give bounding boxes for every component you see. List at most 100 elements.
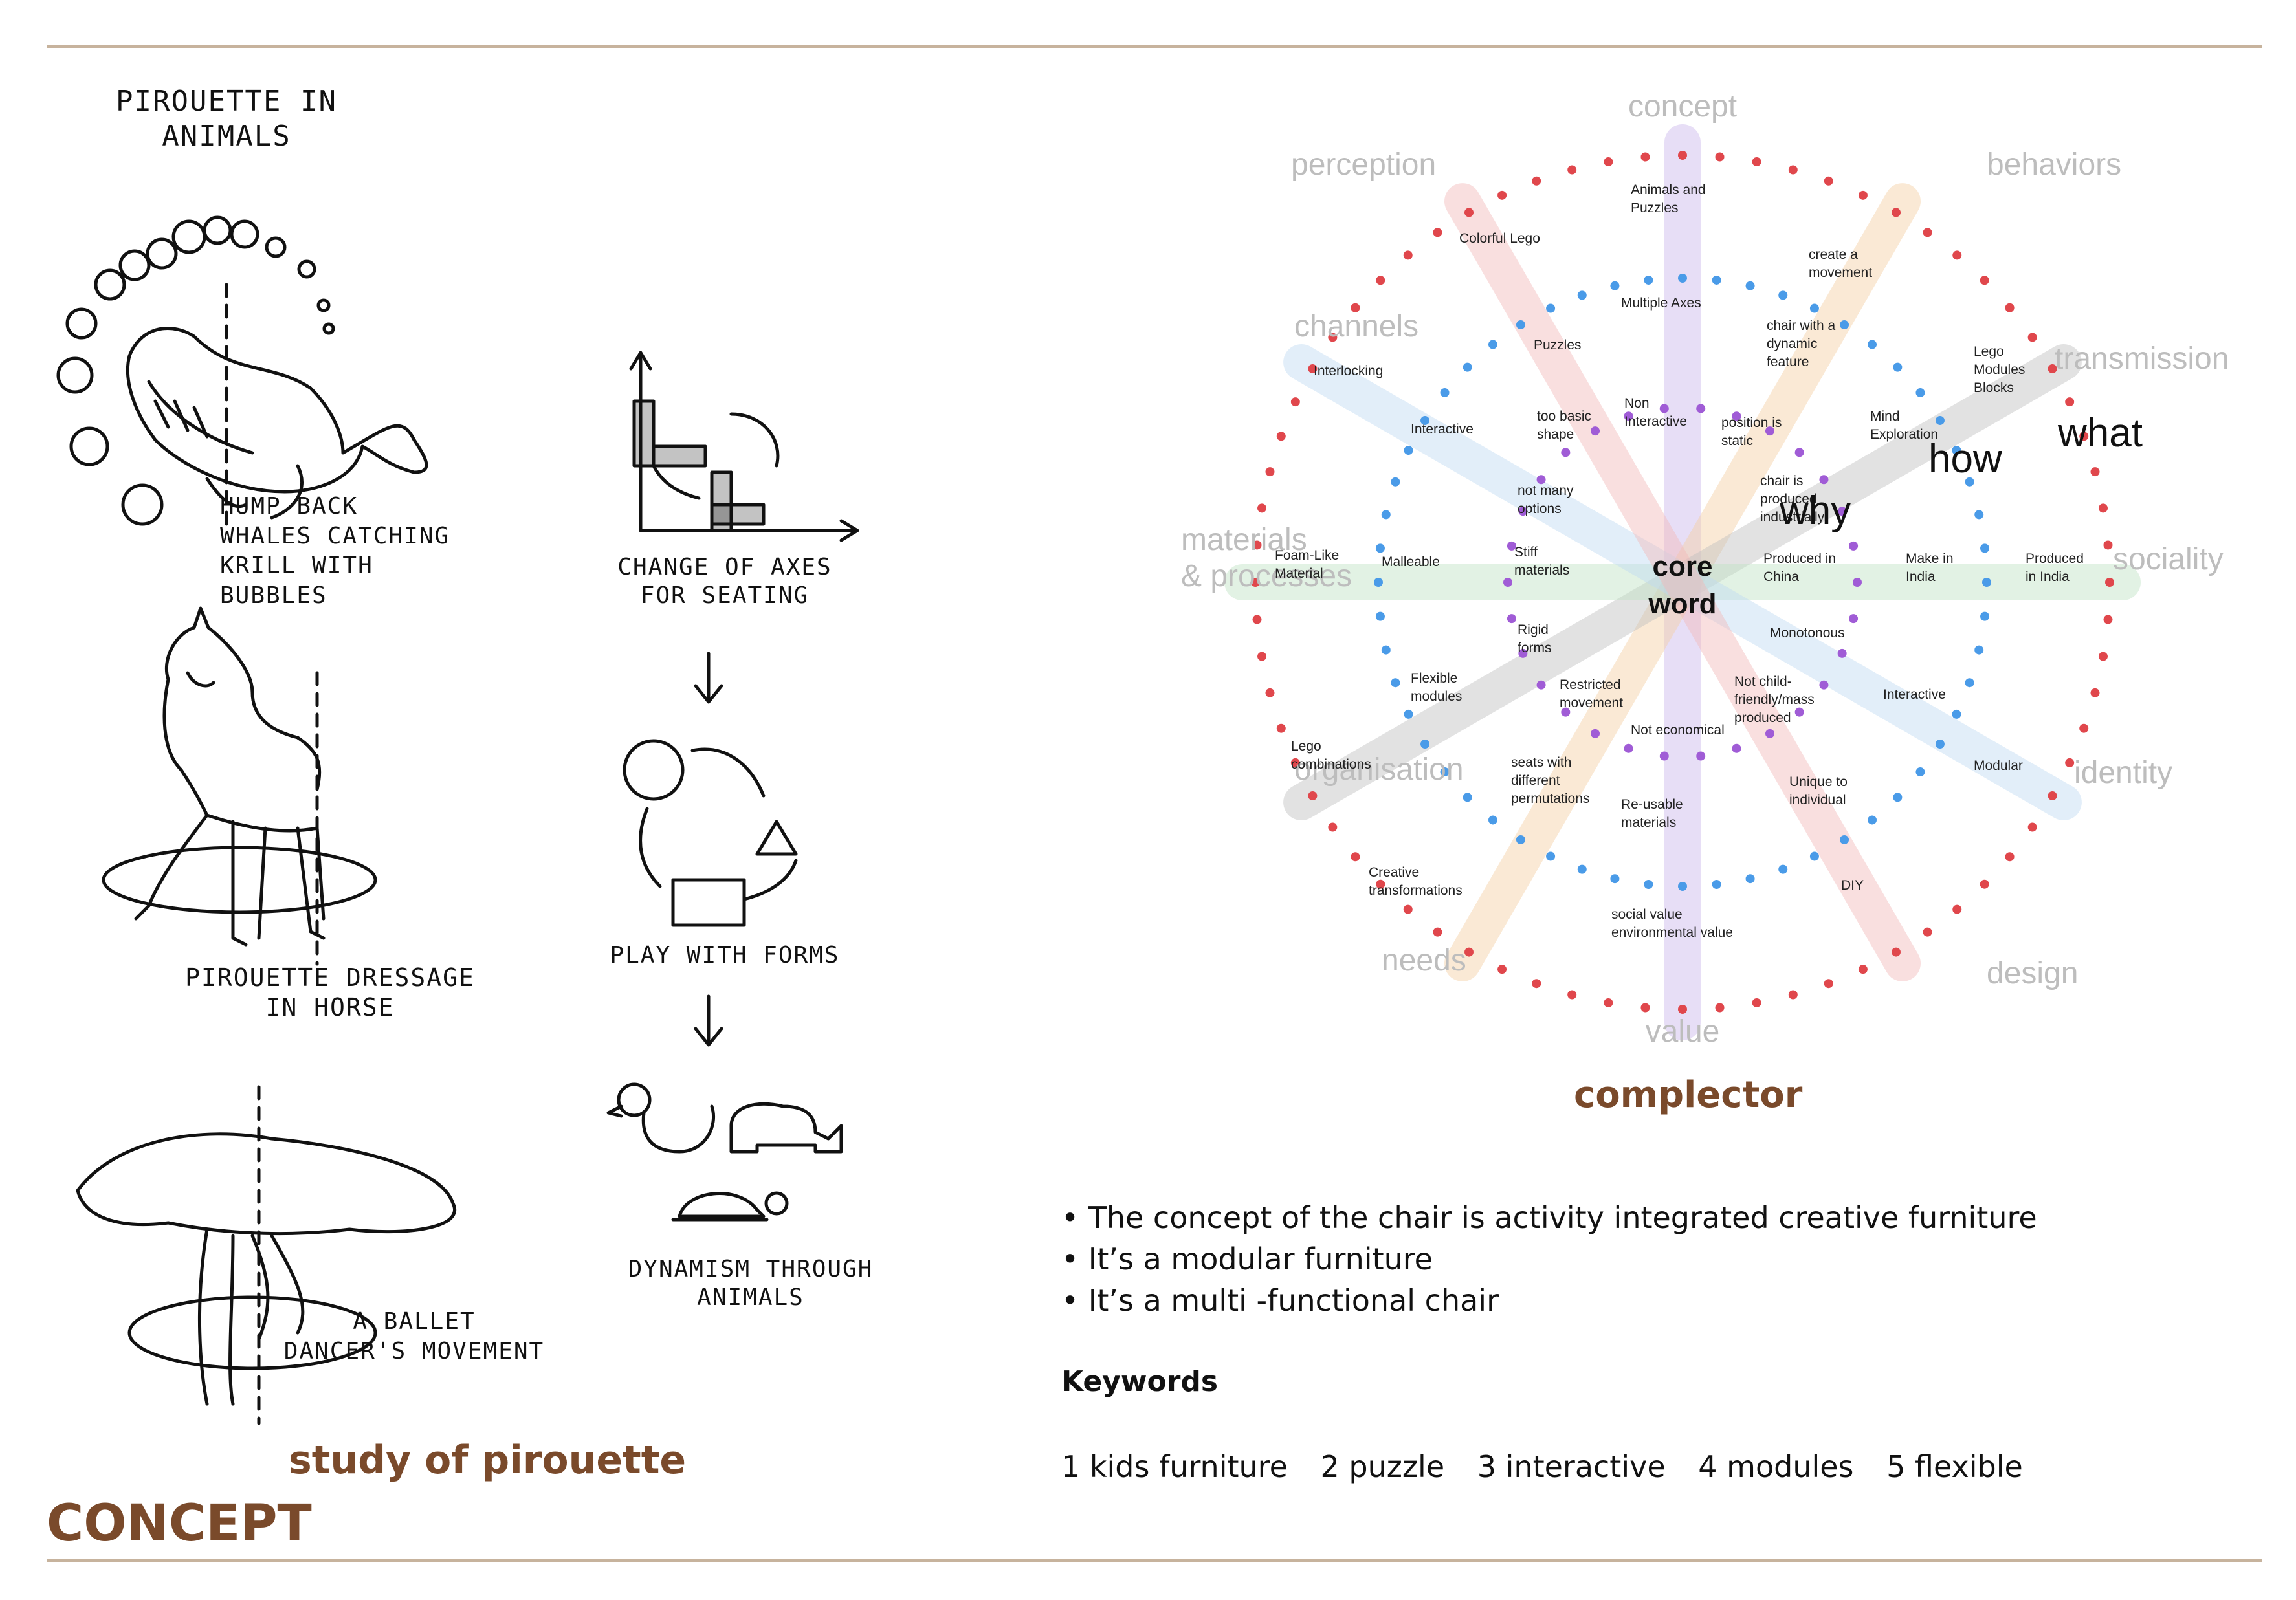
wheel-dot [1778,864,1788,874]
question-what: what [2057,411,2143,455]
keyword-item: 3 interactive [1477,1449,1666,1484]
wheel-dot [1858,965,1868,974]
wheel-dot [1980,879,1989,889]
wheel-dot [1257,652,1267,661]
wheel-dot [1518,507,1528,516]
wheel-dot [2065,397,2075,407]
wheel-dot [1497,190,1507,200]
wheel-dot [2027,333,2037,342]
wheel-dot [1935,740,1945,749]
outer-label-needs: needs [1382,943,1466,978]
arrow-down-icon [694,652,723,704]
wheel-dot [1952,709,1961,719]
wheel-dot [1678,151,1687,160]
ring-label: Puzzles [1534,338,1582,353]
wheel-dot [1659,404,1669,413]
wheel-dot [1788,165,1798,175]
question-how: how [1928,437,2002,481]
wheel-dot [1567,990,1577,1000]
outer-label-perception: perception [1291,148,1436,182]
wheel-dot [1464,947,1474,957]
wheel-dot [1610,281,1620,290]
wheel-dot [1765,426,1774,436]
wheel-dot [1952,904,1962,914]
wheel-dot [1420,415,1430,425]
bullet-item: • It’s a modular furniture [1061,1242,1433,1277]
wheel-dot [2048,791,2057,800]
whale-icon [126,327,428,520]
wheel-dot [1849,614,1859,624]
wheel-dot [1745,281,1755,290]
wheel-dot [1659,751,1669,761]
wheel-dot [1257,503,1267,513]
play-with-forms-icon [623,739,798,927]
wheel-dot [1488,340,1497,349]
wheel-dot [1518,648,1528,658]
wheel-outer-labels: conceptbehaviorstransmissionsocialityide… [1181,89,2229,1049]
wheel-dot [1819,680,1829,690]
wheel-dot [1923,228,1932,237]
bottom-rule [47,1559,2262,1562]
wheel-dot [1497,965,1507,974]
wheel-dot [1824,979,1833,989]
wheel-dot [1376,276,1385,285]
concept-bullets: • The concept of the chair is activity i… [1061,1197,2037,1321]
wheel-dot [1624,743,1633,753]
wheel-dot [1745,874,1755,884]
whale-caption-line: WHALES CATCHING [220,523,450,549]
wheel-dot [1893,793,1903,802]
bubbles-icon [56,215,335,526]
wheel-dot [1858,190,1868,200]
turtle-icon [671,1191,789,1222]
horse-caption-line: PIROUETTE DRESSAGE [185,963,475,992]
wheel-dot [1840,835,1849,844]
wheel-dot [1980,611,1990,621]
page-title: CONCEPT [47,1495,312,1553]
ballet-caption-line: A BALLET [353,1308,476,1335]
wheel-dot [1952,250,1962,260]
forms-caption: PLAY WITH FORMS [582,938,867,973]
wheel-dot [1965,477,1974,487]
wheel-dot [1265,688,1275,697]
wheel-dot [1391,678,1400,688]
wheel-dot [1276,432,1286,441]
ring-label: Multiple Axes [1621,296,1701,311]
wheel-spoke [1444,183,1921,981]
outer-label-channels: channels [1294,309,1418,344]
axes-caption: CHANGE OF AXES FOR SEATING [582,553,867,610]
horse-caption-line: IN HORSE [265,993,395,1022]
wheel-dot [1507,614,1516,624]
wheel-dot [1516,320,1525,330]
wheel-spokes [1224,124,2141,1040]
wheel-dot [1591,729,1600,738]
wheel-dot [1440,388,1450,397]
wheel-dot [2065,758,2075,767]
wheel-dot [1463,793,1472,802]
wheel-dot [1696,404,1706,413]
wheel-dot [1824,176,1833,186]
outer-label-value: value [1646,1014,1720,1049]
wheel-dot [1794,448,1804,457]
complector-diagram: conceptbehaviorstransmissionsocialityide… [1181,89,2229,1049]
wheel-dot [1403,250,1413,260]
keyword-item: 5 flexible [1886,1449,2023,1484]
wheel-dot [1375,611,1385,621]
wheel-dot [1591,426,1600,436]
wheel-dot [1577,290,1587,300]
wheel-dot [1391,477,1400,487]
wheel-dot [1819,475,1829,485]
wheel-dot [1965,678,1974,688]
wheel-dot [2090,467,2100,477]
bullet-item: • It’s a multi -functional chair [1061,1283,1499,1318]
arrow-down-icon [694,994,723,1047]
